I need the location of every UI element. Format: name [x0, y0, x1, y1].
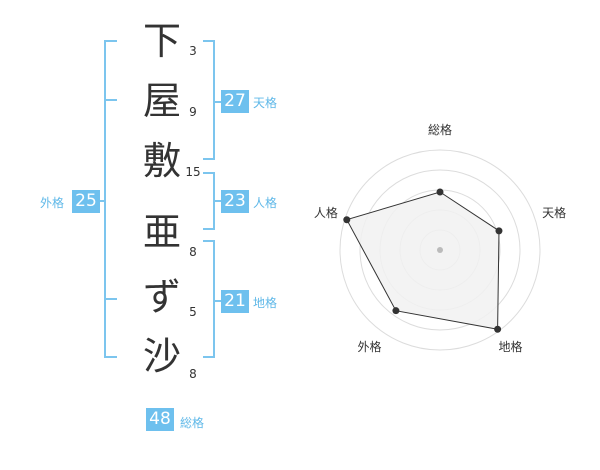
name-char-6: 沙	[142, 334, 181, 378]
gaikaku-bracket-bottom	[104, 356, 117, 358]
name-char-4: 亜	[142, 210, 181, 254]
soukaku-value-badge: 48	[146, 408, 174, 431]
connector-jinkaku	[215, 200, 221, 202]
jinkaku-bracket-vertical	[213, 172, 215, 230]
radar-axis-label-3: 地格	[498, 339, 522, 354]
radar-axis-label-5: 人格	[314, 205, 338, 220]
tenkaku-bracket-vertical	[213, 40, 215, 160]
radar-point-4	[392, 307, 400, 315]
stroke-count-6: 8	[189, 367, 197, 381]
gaikaku-value-badge: 25	[72, 190, 100, 213]
connector-chikaku	[215, 300, 221, 302]
chikaku-bracket-top	[203, 240, 215, 242]
soukaku-label: 総格	[180, 416, 205, 430]
gaikaku-bracket-tick-1	[104, 99, 117, 101]
radar-point-1	[436, 188, 444, 196]
name-char-2: 屋	[142, 79, 181, 123]
stroke-count-4: 8	[189, 245, 197, 259]
chikaku-value-badge: 21	[221, 290, 249, 313]
gaikaku-bracket-tick-2	[104, 298, 117, 300]
tenkaku-bracket-bottom	[203, 158, 215, 160]
name-char-1: 下	[142, 19, 181, 63]
jinkaku-value-badge: 23	[221, 190, 249, 213]
chikaku-bracket-bottom	[203, 356, 215, 358]
radar-ring-2	[359, 169, 521, 331]
name-char-5: ず	[142, 275, 181, 319]
radar-axis-label-2: 天格	[542, 205, 566, 220]
stroke-count-1: 3	[189, 44, 197, 58]
stroke-count-3: 15	[185, 165, 201, 179]
jinkaku-bracket-top	[203, 172, 215, 174]
stroke-count-5: 5	[189, 305, 197, 319]
radar-point-2	[495, 227, 503, 235]
connector-tenkaku	[215, 101, 221, 103]
radar-ring-1	[339, 149, 541, 351]
tenkaku-bracket-top	[203, 40, 215, 42]
jinkaku-bracket-bottom	[203, 228, 215, 230]
radar-point-5	[343, 216, 351, 224]
radar-center-dot	[437, 247, 443, 253]
connector-gaikaku	[99, 200, 105, 202]
radar-shape	[346, 191, 500, 330]
gaikaku-label: 外格	[40, 196, 65, 210]
chikaku-label: 地格	[253, 296, 278, 310]
gaikaku-bracket-vertical	[104, 40, 106, 358]
tenkaku-value-badge: 27	[221, 90, 249, 113]
radar-axis-label-4: 外格	[357, 339, 381, 354]
gaikaku-bracket-top	[104, 40, 117, 42]
radar-axis-label-1: 総格	[428, 122, 452, 137]
chikaku-bracket-vertical	[213, 240, 215, 358]
tenkaku-label: 天格	[253, 96, 278, 110]
radar-point-3	[494, 325, 502, 333]
name-char-3: 敷	[142, 139, 181, 183]
stroke-count-2: 9	[189, 105, 197, 119]
radar-points	[343, 188, 503, 333]
jinkaku-label: 人格	[253, 196, 278, 210]
